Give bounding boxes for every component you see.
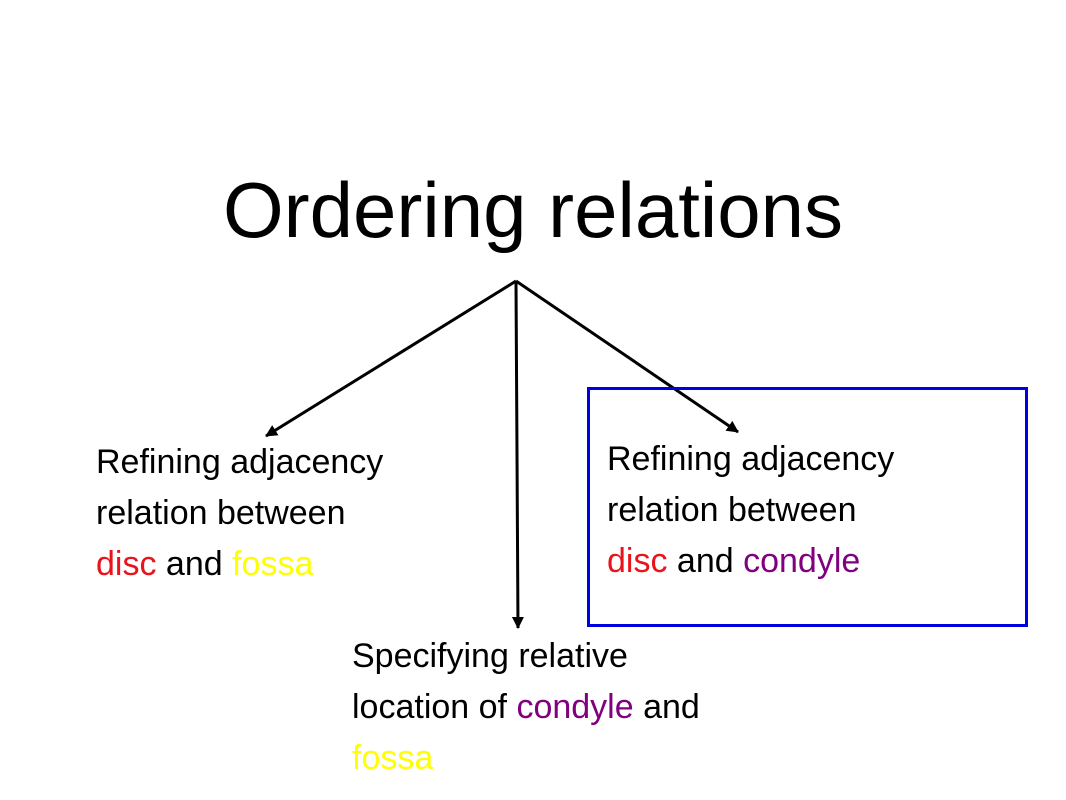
arrow-to-relative-location (511, 280, 524, 629)
node-line: disc and condyle (607, 536, 894, 587)
node-disc-fossa: Refining adjacency relation between disc… (96, 437, 383, 590)
term-disc: disc (607, 542, 668, 580)
arrow-to-disc-condyle (515, 279, 739, 434)
node-text: location of (352, 688, 517, 726)
term-condyle: condyle (516, 688, 634, 726)
node-line: Refining adjacency (607, 440, 895, 478)
node-relative-location: Specifying relative location of condyle … (352, 631, 700, 784)
term-fossa: fossa (352, 739, 434, 777)
term-fossa: fossa (232, 545, 314, 583)
diagram-title: Ordering relations (223, 166, 843, 254)
node-text: and (633, 688, 700, 726)
term-condyle: condyle (743, 542, 861, 580)
node-line: location of condyle and (352, 682, 700, 733)
node-connector: and (667, 542, 744, 580)
arrow-to-disc-fossa (265, 279, 517, 438)
term-disc: disc (96, 545, 157, 583)
highlight-box (587, 387, 1028, 627)
node-line: Specifying relative (352, 637, 628, 675)
node-connector: and (156, 545, 233, 583)
node-line: disc and fossa (96, 539, 383, 590)
node-disc-condyle: Refining adjacency relation between disc… (607, 434, 894, 587)
node-line: Refining adjacency (96, 443, 384, 481)
node-line: relation between (96, 494, 346, 532)
node-line: relation between (607, 491, 857, 529)
